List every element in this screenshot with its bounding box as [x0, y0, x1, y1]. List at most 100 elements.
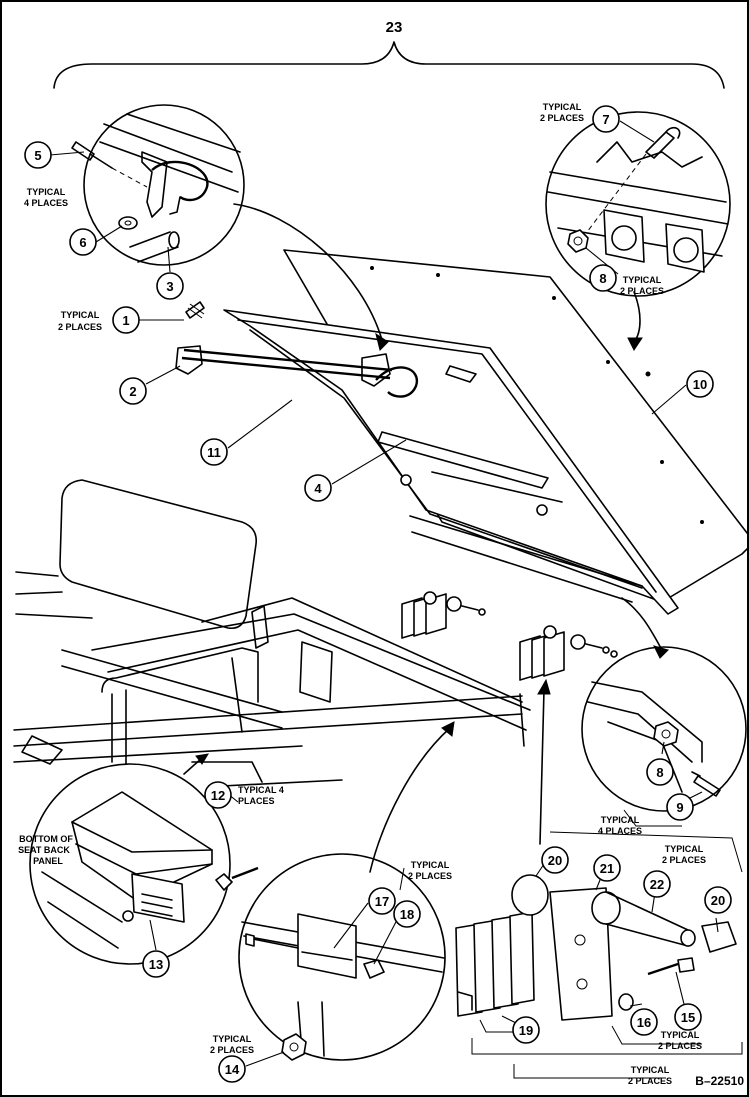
callout-16: 16 — [630, 1008, 658, 1036]
hinge-hardware — [401, 591, 618, 681]
svg-text:PLACES: PLACES — [238, 796, 275, 806]
svg-text:20: 20 — [548, 853, 562, 868]
svg-text:2 PLACES: 2 PLACES — [628, 1076, 672, 1086]
svg-text:12: 12 — [211, 788, 225, 803]
note-typical-2-places-bolt17: TYPICAL 2 PLACES — [408, 860, 452, 881]
svg-text:TYPICAL: TYPICAL — [61, 310, 100, 320]
svg-text:13: 13 — [149, 957, 163, 972]
svg-text:7: 7 — [602, 112, 609, 127]
callout-20-left: 20 — [541, 846, 569, 874]
callout-8-lower: 8 — [646, 758, 674, 786]
svg-text:2 PLACES: 2 PLACES — [210, 1045, 254, 1055]
svg-text:22: 22 — [650, 877, 664, 892]
svg-text:TYPICAL: TYPICAL — [543, 102, 582, 112]
callout-6: 6 — [69, 228, 97, 256]
svg-text:14: 14 — [225, 1062, 240, 1077]
svg-text:1: 1 — [122, 313, 129, 328]
svg-text:5: 5 — [34, 148, 41, 163]
callout-22: 22 — [643, 870, 671, 898]
svg-text:4: 4 — [314, 481, 322, 496]
svg-text:TYPICAL: TYPICAL — [213, 1034, 252, 1044]
note-typical-2-places-nut14: TYPICAL 2 PLACES — [210, 1034, 254, 1055]
svg-text:10: 10 — [693, 377, 707, 392]
svg-text:PANEL: PANEL — [33, 856, 63, 866]
svg-text:9: 9 — [676, 800, 683, 815]
detail-circle-slot-nut — [581, 646, 747, 812]
svg-text:11: 11 — [207, 445, 221, 460]
svg-text:TYPICAL: TYPICAL — [601, 815, 640, 825]
note-typical-4-places-hook: TYPICAL 4 PLACES — [24, 187, 68, 208]
note-typical-2-places-bolt7: TYPICAL 2 PLACES — [540, 102, 584, 123]
callout-bubbles: 5 6 3 1 2 11 4 7 8 10 8 9 12 13 17 18 14… — [24, 105, 732, 1083]
callout-8-top: 8 — [589, 264, 617, 292]
svg-text:4 PLACES: 4 PLACES — [598, 826, 642, 836]
detail-circle-clevis — [545, 111, 731, 297]
note-bottom-of-seat-back-panel: BOTTOM OF SEAT BACK PANEL — [18, 834, 73, 866]
svg-text:15: 15 — [681, 1010, 695, 1025]
seat-back-frame — [175, 301, 679, 615]
svg-text:6: 6 — [79, 235, 86, 250]
callout-17: 17 — [368, 887, 396, 915]
svg-text:TYPICAL: TYPICAL — [623, 275, 662, 285]
svg-text:20: 20 — [711, 893, 725, 908]
callout-7: 7 — [592, 105, 620, 133]
callout-5: 5 — [24, 141, 52, 169]
detail-circle-frame-bolt — [238, 853, 446, 1061]
svg-text:4 PLACES: 4 PLACES — [24, 198, 68, 208]
svg-text:21: 21 — [600, 861, 614, 876]
svg-text:2 PLACES: 2 PLACES — [620, 286, 664, 296]
note-typical-4-places-slot: TYPICAL 4 PLACES — [598, 815, 642, 836]
callout-18: 18 — [393, 900, 421, 928]
svg-text:TYPICAL: TYPICAL — [27, 187, 66, 197]
svg-text:SEAT BACK: SEAT BACK — [18, 845, 70, 855]
callout-10: 10 — [686, 370, 714, 398]
svg-text:TYPICAL: TYPICAL — [631, 1065, 670, 1075]
svg-text:BOTTOM OF: BOTTOM OF — [19, 834, 73, 844]
callout-20-right: 20 — [704, 886, 732, 914]
svg-text:2 PLACES: 2 PLACES — [408, 871, 452, 881]
svg-text:18: 18 — [400, 907, 414, 922]
hinge-exploded-assembly — [455, 874, 737, 1021]
connector-arrows — [183, 203, 669, 873]
callout-12: 12 — [204, 781, 232, 809]
callout-14: 14 — [218, 1055, 246, 1083]
assembly-brace: 23 — [53, 19, 725, 89]
annotation-notes: TYPICAL 4 PLACES TYPICAL 2 PLACES TYPICA… — [18, 102, 706, 1086]
callout-2: 2 — [119, 377, 147, 405]
svg-text:TYPICAL: TYPICAL — [665, 844, 704, 854]
svg-text:2: 2 — [129, 384, 136, 399]
note-typical-2-places-hinge-top: TYPICAL 2 PLACES — [662, 844, 706, 865]
callout-9: 9 — [666, 793, 694, 821]
svg-text:2 PLACES: 2 PLACES — [658, 1041, 702, 1051]
svg-text:8: 8 — [656, 765, 663, 780]
note-typical-2-places-screw15: TYPICAL 2 PLACES — [658, 1030, 702, 1051]
assembly-number: 23 — [386, 19, 403, 36]
note-typical-4-places-screw12: TYPICAL 4 PLACES — [238, 785, 284, 806]
callout-11: 11 — [200, 438, 228, 466]
figure-code: B–22510 — [695, 1074, 744, 1088]
svg-text:2 PLACES: 2 PLACES — [58, 322, 102, 332]
note-typical-2-places-nut8: TYPICAL 2 PLACES — [620, 275, 664, 296]
callout-3: 3 — [156, 272, 184, 300]
svg-text:19: 19 — [519, 1023, 533, 1038]
callout-1: 1 — [112, 306, 140, 334]
vehicle-body-and-seat — [13, 479, 531, 787]
svg-text:TYPICAL 4: TYPICAL 4 — [238, 785, 284, 795]
callout-13: 13 — [142, 950, 170, 978]
svg-text:16: 16 — [637, 1015, 651, 1030]
svg-text:TYPICAL: TYPICAL — [661, 1030, 700, 1040]
callout-15: 15 — [674, 1003, 702, 1031]
svg-text:2 PLACES: 2 PLACES — [540, 113, 584, 123]
detail-circle-hook — [71, 104, 245, 266]
svg-text:3: 3 — [166, 279, 173, 294]
svg-text:2 PLACES: 2 PLACES — [662, 855, 706, 865]
callout-21: 21 — [593, 854, 621, 882]
callout-4: 4 — [304, 474, 332, 502]
note-typical-2-places-bottom: TYPICAL 2 PLACES — [628, 1065, 672, 1086]
svg-text:8: 8 — [599, 271, 606, 286]
detail-circle-panel-bottom — [29, 763, 259, 965]
svg-text:TYPICAL: TYPICAL — [411, 860, 450, 870]
callout-19: 19 — [512, 1016, 540, 1044]
